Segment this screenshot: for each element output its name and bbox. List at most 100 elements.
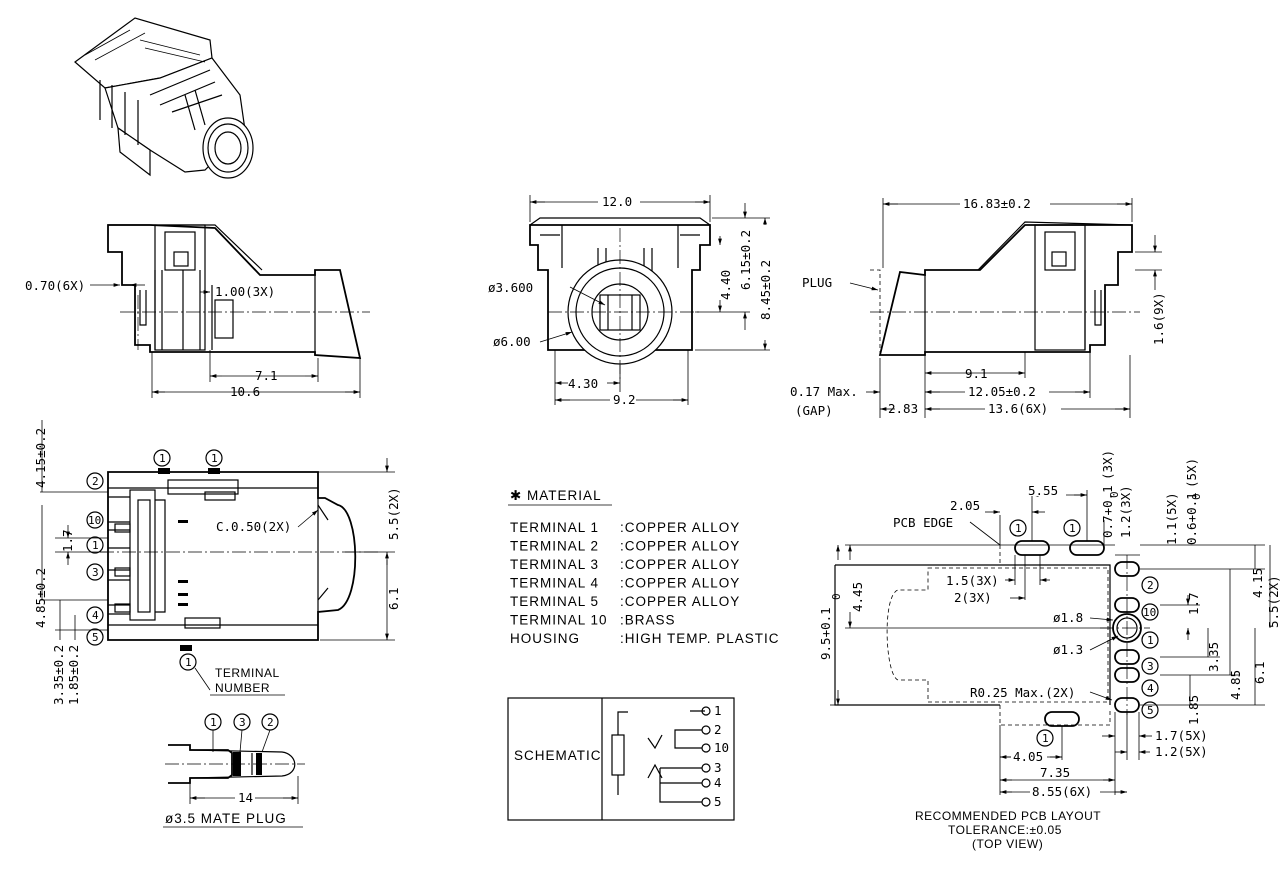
top-view: C.0.50(2X) 1 1 2 10 1 3 4 5 1 TERMINAL N… (33, 420, 401, 705)
plug-label: PLUG (802, 275, 832, 290)
pcb-caption-title: RECOMMENDED PCB LAYOUT (915, 809, 1101, 823)
dim-pin-pitch: 1.00(3X) (215, 284, 275, 299)
dim-chamfer: C.0.50(2X) (216, 519, 291, 534)
pin-callout: 1 (211, 452, 218, 465)
material-row-value: :COPPER ALLOY (620, 576, 740, 591)
dim-205: 2.05 (950, 498, 980, 513)
dim-pin-height: 1.6(9X) (1151, 292, 1166, 345)
material-row-name: TERMINAL 5 (510, 594, 599, 609)
pcb-pin-callout: 1 (1042, 732, 1049, 745)
pcb-pin-callout: 4 (1147, 682, 1154, 695)
pcb-pin-callout: 1 (1015, 522, 1022, 535)
material-row-name: TERMINAL 1 (510, 520, 599, 535)
dim-pcb-735: 7.35 (1040, 765, 1070, 780)
pin-callout: 2 (92, 475, 99, 488)
material-row-name: TERMINAL 3 (510, 557, 599, 572)
dim-d-b: 9.1 (965, 366, 988, 381)
right-side-view: PLUG 16.83±0.2 1.6(9X) 9.1 12.05±0.2 13.… (790, 196, 1166, 418)
left-side-view: 0.70(6X) 1.00(3X) 7.1 10.6 (25, 224, 370, 399)
dim-v-335: 3.35±0.2 (51, 645, 66, 705)
pin-callout: 5 (92, 631, 99, 644)
dim-len-a: 7.1 (255, 368, 278, 383)
pcb-caption-view: (TOP VIEW) (972, 837, 1043, 851)
dim-07-tol: 0 (1108, 491, 1121, 498)
dim-06-count: (5X) (1184, 458, 1199, 488)
dim-pcb-405: 4.05 (1013, 749, 1043, 764)
pcb-pin-callout: 10 (1143, 606, 1156, 619)
dim-d-a: 2.83 (888, 401, 918, 416)
pcb-caption-tolerance: TOLERANCE:±0.05 (948, 823, 1062, 837)
dim-h2: 6.15±0.2 (738, 230, 753, 290)
gap-note: (GAP) (795, 403, 833, 418)
pin-callout: 1 (185, 656, 192, 669)
dim-12: 1.2(3X) (1118, 485, 1133, 538)
material-title: ✱ MATERIAL (510, 488, 602, 503)
dim-width-top: 12.0 (602, 194, 632, 209)
dim-d-d: 13.6(6X) (988, 401, 1048, 416)
schematic-pin: 10 (714, 740, 729, 755)
pin-callout: 10 (88, 514, 101, 527)
pcb-pin-callout: 3 (1147, 660, 1154, 673)
pin-callout: 1 (159, 452, 166, 465)
material-row-name: TERMINAL 4 (510, 576, 599, 591)
dim-center-offset: 4.30 (568, 376, 598, 391)
material-row-value: :COPPER ALLOY (620, 594, 740, 609)
pcb-pin-callout: 5 (1147, 704, 1154, 717)
schematic-pin: 4 (714, 775, 722, 790)
mate-plug: 1 3 2 14 ø3.5 MATE PLUG (163, 713, 305, 828)
pcb-pin-callouts: 1 1 2 10 1 3 4 5 1 (1009, 519, 1159, 747)
plug-pin-callout: 2 (267, 716, 274, 729)
dim-pcb-185: 1.85 (1186, 695, 1201, 725)
dim-v-17: 1.7 (60, 529, 75, 552)
dim-v-485: 4.85±0.2 (33, 568, 48, 628)
schematic: SCHEMATIC 1 2 10 3 4 5 (507, 697, 735, 821)
dim-d-c: 12.05±0.2 (968, 384, 1036, 399)
front-view: 12.0 ø3.600 ø6.00 4.30 9.2 4.40 6.15±0.2… (488, 194, 773, 407)
hole-18: ø1.8 (1053, 610, 1083, 625)
dim-95-tol: 0 (830, 593, 843, 600)
dim-445: 4.45 (850, 582, 865, 612)
dim-plug-length: 14 (238, 790, 253, 805)
top-view-pin-callouts: 1 1 2 10 1 3 4 5 1 (86, 449, 223, 671)
material-row-name: TERMINAL 2 (510, 539, 599, 554)
dim-h3: 8.45±0.2 (758, 260, 773, 320)
dim-pin-width: 0.70(6X) (25, 278, 85, 293)
dim-h1: 4.40 (718, 270, 733, 300)
material-row-value: :COPPER ALLOY (620, 520, 740, 535)
pin-callout: 1 (92, 539, 99, 552)
pcb-pin-callout: 1 (1069, 522, 1076, 535)
material-list: ✱ MATERIAL TERMINAL 1 :COPPER ALLOY TERMIN… (508, 488, 780, 646)
material-row-value: :COPPER ALLOY (620, 539, 740, 554)
dim-v-185: 1.85±0.2 (66, 645, 81, 705)
pcb-layout: 1 1 2 10 1 3 4 5 1 PCB EDGE 2.05 5.55 0.… (818, 450, 1281, 851)
dim-pcb-415: 4.15 (1250, 568, 1265, 598)
radius-label: R0.25 Max.(2X) (970, 685, 1075, 700)
terminal-label-line2: NUMBER (215, 681, 270, 695)
dim-07-count: (3X) (1100, 450, 1115, 480)
dim-06-tol: 0 (1190, 493, 1203, 500)
plug-pin-callout: 3 (239, 716, 246, 729)
dim-bore-diameter: ø3.600 (488, 280, 533, 295)
material-row-name: TERMINAL 10 (510, 613, 608, 628)
dim-pcb-17: 1.7 (1186, 592, 1201, 615)
dim-width-bottom: 9.2 (613, 392, 636, 407)
dim-pcb-855: 8.55(6X) (1032, 784, 1092, 799)
pcb-pin-callout: 2 (1147, 579, 1154, 592)
isometric-view (74, 17, 254, 179)
dim-outer-diameter: ø6.00 (493, 334, 531, 349)
dim-pcb-17b: 1.7(5X) (1155, 728, 1208, 743)
plug-pin-callout: 1 (210, 716, 217, 729)
material-row-value: :HIGH TEMP. PLASTIC (620, 631, 780, 646)
schematic-pin: 1 (714, 703, 722, 718)
dim-pcb-335: 3.35 (1206, 642, 1221, 672)
dim-15: 1.5(3X) (946, 573, 999, 588)
terminal-label-line1: TERMINAL (215, 666, 280, 680)
hole-13: ø1.3 (1053, 642, 1083, 657)
dim-pcb-55: 5.5(2X) (1266, 575, 1281, 628)
dim-95: 9.5+0.1 (818, 607, 833, 660)
material-row-name: HOUSING (510, 631, 580, 646)
material-row-value: :COPPER ALLOY (620, 557, 740, 572)
pin-callout: 3 (92, 566, 99, 579)
dim-11: 1.1(5X) (1164, 492, 1179, 545)
